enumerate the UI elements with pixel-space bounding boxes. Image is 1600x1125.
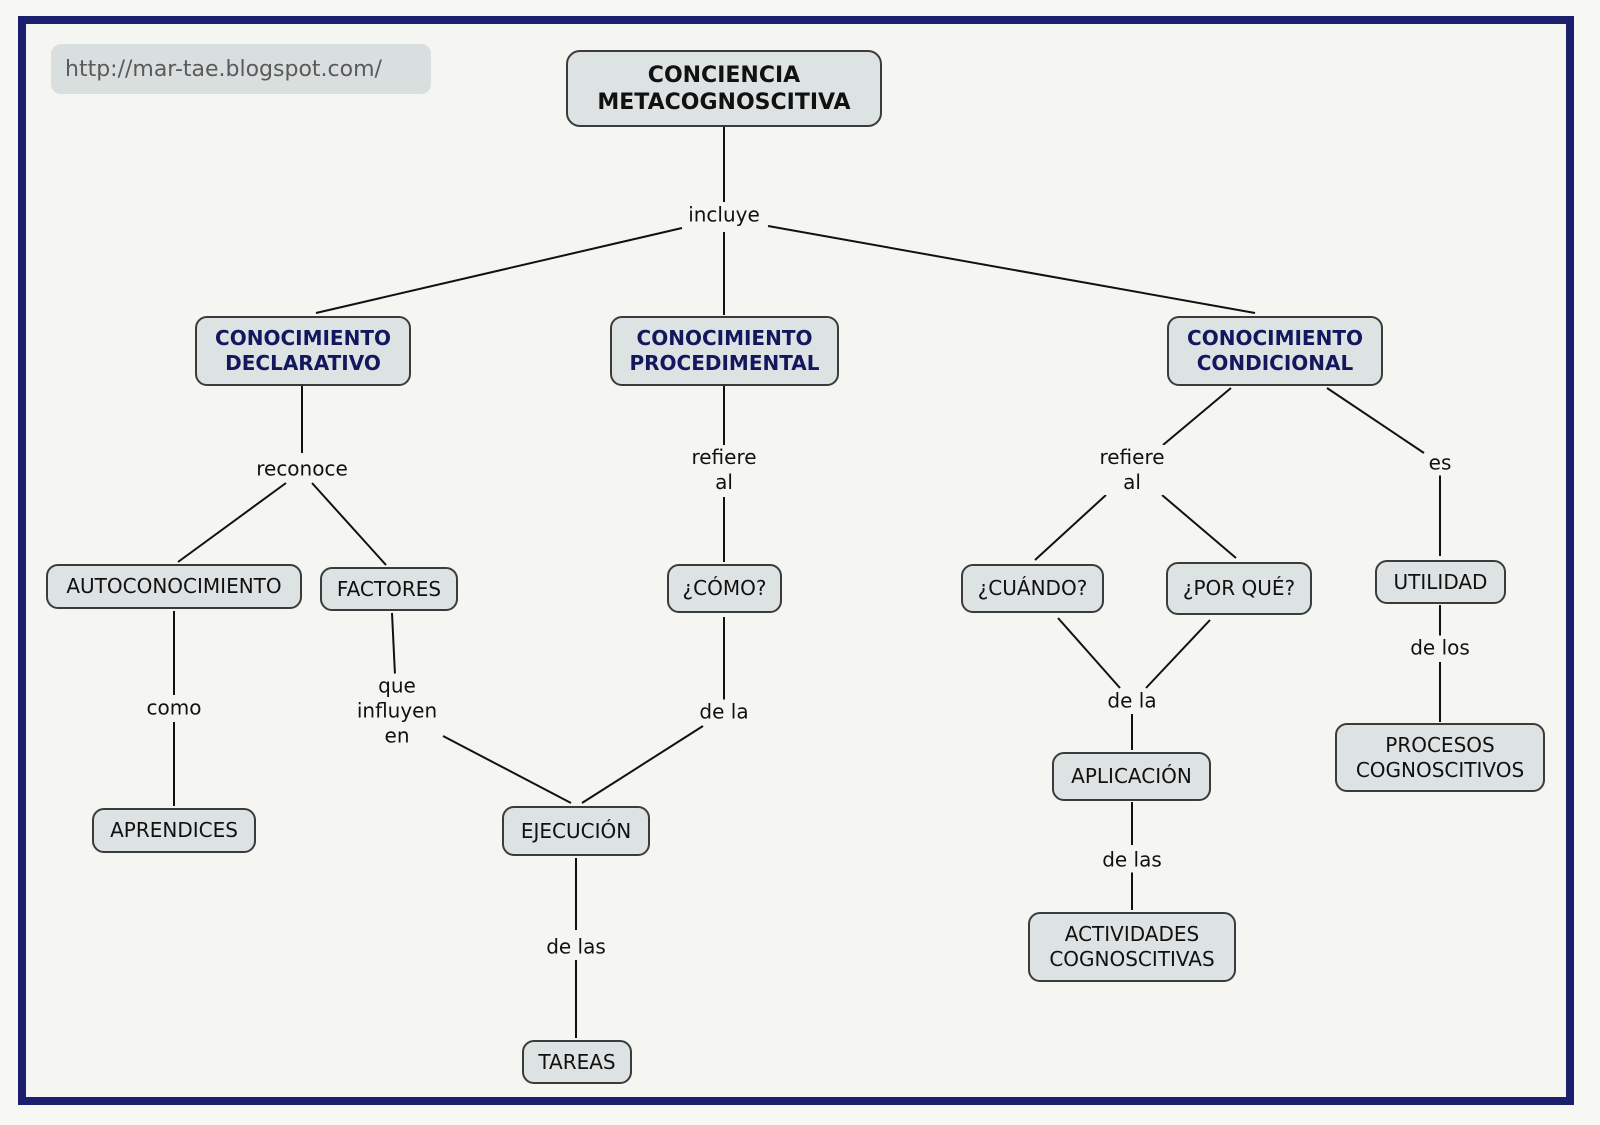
link-incluye: incluye [684, 202, 764, 228]
link-de-la-condicional: de la [1103, 688, 1161, 714]
link-refiere-al-condicional: refiere al [1095, 445, 1169, 495]
link-que-influyen-en: que influyen en [352, 673, 442, 749]
concept-por-que: ¿POR QUÉ? [1166, 562, 1312, 615]
connector [1057, 617, 1121, 689]
link-de-las-ejecucion: de las [542, 934, 610, 960]
concept-conocimiento-declarativo: CONOCIMIENTO DECLARATIVO [195, 316, 411, 386]
link-reconoce: reconoce [252, 456, 352, 482]
concept-tareas: TAREAS [522, 1040, 632, 1084]
connector [1161, 494, 1237, 559]
connector [391, 612, 396, 676]
concept-ejecucion: EJECUCIÓN [502, 806, 650, 856]
link-como: como [142, 695, 206, 721]
connector [311, 482, 387, 566]
link-de-la-procedimental: de la [695, 699, 753, 725]
connector [581, 725, 704, 804]
concept-cuando: ¿CUÁNDO? [961, 564, 1104, 613]
connector [1145, 619, 1211, 689]
concept-aplicacion: APLICACIÓN [1052, 752, 1211, 801]
link-es: es [1424, 450, 1456, 476]
link-de-los: de los [1406, 635, 1474, 661]
concept-autoconocimiento: AUTOCONOCIMIENTO [46, 564, 302, 609]
connector [1034, 494, 1107, 561]
concept-utilidad: UTILIDAD [1375, 560, 1506, 604]
source-url[interactable]: http://mar-tae.blogspot.com/ [51, 44, 431, 94]
connector [442, 735, 572, 804]
concept-aprendices: APRENDICES [92, 808, 256, 853]
diagram-frame [18, 16, 1574, 1105]
connector [1162, 387, 1232, 446]
concept-conocimiento-procedimental: CONOCIMIENTO PROCEDIMENTAL [610, 316, 839, 386]
concept-conciencia-metacognoscitiva: CONCIENCIA METACOGNOSCITIVA [566, 50, 882, 127]
concept-procesos-cognoscitivos: PROCESOS COGNOSCITIVOS [1335, 723, 1545, 792]
link-de-las-aplicacion: de las [1098, 847, 1166, 873]
connector [1326, 387, 1425, 454]
connector [315, 227, 683, 314]
concept-actividades-cognoscitivas: ACTIVIDADES COGNOSCITIVAS [1028, 912, 1236, 982]
link-refiere-al-procedimental: refiere al [687, 445, 761, 495]
connector [177, 482, 287, 563]
concept-como: ¿CÓMO? [667, 564, 782, 613]
concept-conocimiento-condicional: CONOCIMIENTO CONDICIONAL [1167, 316, 1383, 386]
connector [767, 225, 1256, 314]
concept-factores: FACTORES [320, 567, 458, 611]
